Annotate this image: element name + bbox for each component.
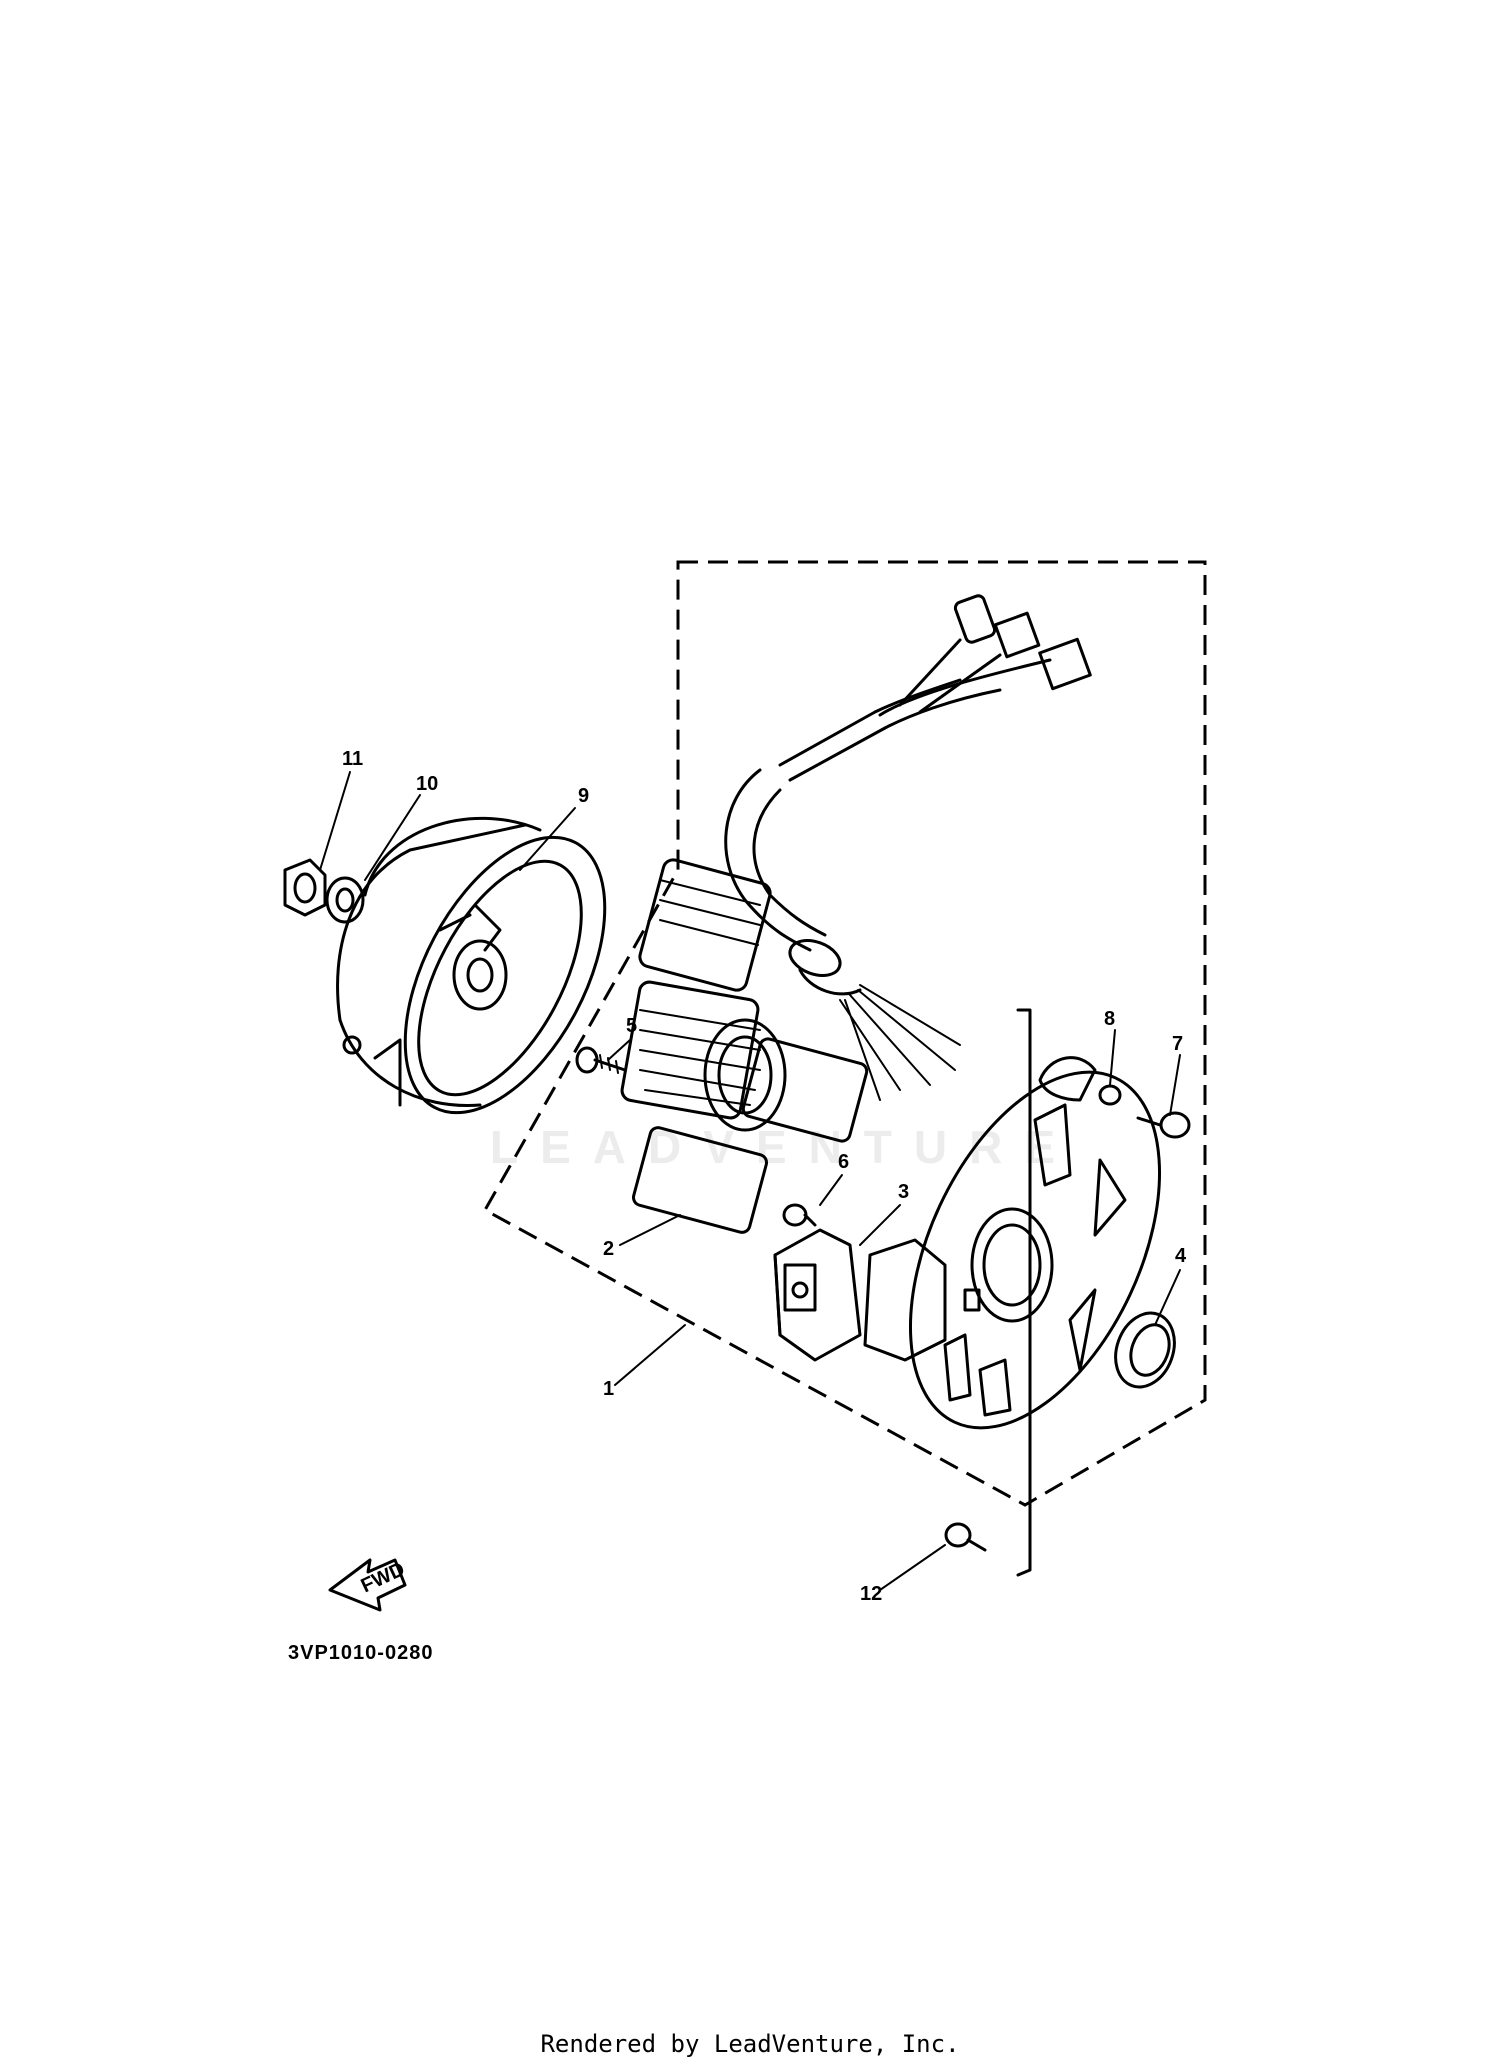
base-screw (944, 1522, 987, 1552)
callout-4: 4 (1175, 1245, 1187, 1267)
pickup-coil (773, 1228, 862, 1362)
callout-1: 1 (603, 1378, 614, 1400)
diagram-code: 3VP1010-0280 (288, 1642, 434, 1664)
stator-base-plate (863, 1070, 1162, 1430)
callout-12: 12 (860, 1583, 882, 1605)
callout-3: 3 (898, 1181, 909, 1203)
lock-washer (325, 876, 365, 924)
oil-seal (1114, 1311, 1176, 1389)
stator-coil (620, 858, 869, 1234)
plain-washer (1098, 1084, 1122, 1106)
callout-7: 7 (1172, 1033, 1183, 1055)
assembly-boundary (482, 560, 1207, 1507)
clamp-screw (1136, 1111, 1191, 1139)
footer-credit: Rendered by LeadVenture, Inc. (540, 2030, 960, 2058)
lead-clamp (1038, 1056, 1097, 1102)
callout-6: 6 (838, 1151, 849, 1173)
callout-2: 2 (603, 1238, 614, 1260)
flywheel-rotor (336, 816, 607, 1115)
fwd-arrow-icon: FWD (328, 1558, 408, 1612)
pickup-screw (782, 1203, 817, 1227)
callout-10: 10 (416, 773, 438, 795)
leader-lines (319, 771, 1181, 1591)
bracket-line (1016, 1008, 1032, 1577)
callout-9: 9 (578, 785, 589, 807)
callout-8: 8 (1104, 1008, 1115, 1030)
watermark-text: LEADVENTURE (490, 1121, 1078, 1173)
callout-numbers: 11 10 9 5 8 7 6 3 2 4 1 12 (342, 748, 1187, 1605)
wire-harness (724, 594, 1092, 1101)
hex-nut (283, 858, 327, 917)
callout-5: 5 (626, 1015, 637, 1037)
callout-11: 11 (342, 748, 363, 770)
stator-screw (575, 1046, 627, 1074)
